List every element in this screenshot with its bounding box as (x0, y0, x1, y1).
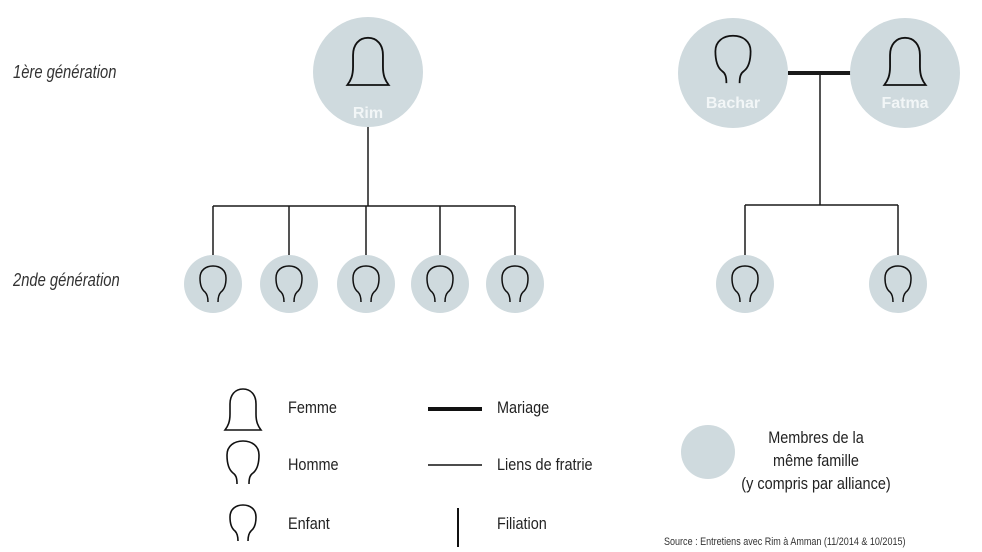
legend-homme: Homme (288, 455, 339, 474)
legend-member-circle (681, 425, 735, 479)
legend-membres: Membres de la même famille (y compris pa… (723, 426, 910, 495)
legend-symbols (224, 388, 735, 547)
first-generation-label: 1ère génération (13, 62, 117, 82)
legend-membres-line-2: même famille (773, 451, 859, 470)
legend-woman-icon (224, 388, 262, 431)
child-node (869, 255, 927, 313)
bachar-circle (678, 18, 788, 128)
source-note: Source : Entretiens avec Rim à Amman (11… (664, 536, 906, 548)
legend-membres-line-3: (y compris par alliance) (741, 474, 891, 493)
legend-femme: Femme (288, 398, 337, 417)
second-generation-label: 2nde génération (13, 270, 120, 290)
legend-man-icon (226, 440, 260, 485)
legend-mariage: Mariage (497, 398, 550, 417)
couple-lines (744, 71, 899, 255)
couple-children (716, 255, 927, 313)
child-node (486, 255, 544, 313)
child-node (337, 255, 395, 313)
fatma-circle (850, 18, 960, 128)
child-node (716, 255, 774, 313)
rim-node: Rim (313, 17, 423, 127)
legend-filiation: Filiation (497, 514, 547, 533)
legend-membres-line-1: Membres de la (768, 428, 864, 447)
legend-fratrie: Liens de fratrie (497, 455, 593, 474)
rim-family-lines (212, 115, 516, 255)
child-node (184, 255, 242, 313)
rim-circle (313, 17, 423, 127)
fatma-name: Fatma (881, 95, 928, 112)
fatma-node: Fatma (850, 18, 960, 128)
bachar-node: Bachar (678, 18, 788, 128)
rim-children (184, 255, 544, 313)
bachar-name: Bachar (706, 95, 760, 112)
child-node (411, 255, 469, 313)
child-node (260, 255, 318, 313)
legend-child-icon (229, 504, 257, 542)
legend-enfant: Enfant (288, 514, 330, 533)
rim-name: Rim (353, 105, 383, 122)
